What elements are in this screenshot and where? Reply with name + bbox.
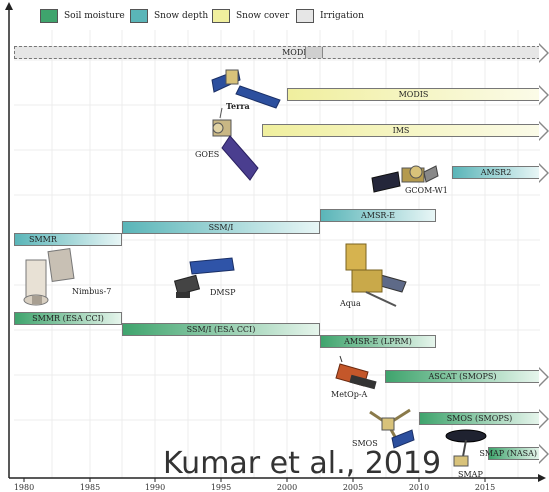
legend-snow-label: Snow depth: [154, 11, 209, 21]
bar-amsre-lprm: AMSR-E (LPRM): [320, 335, 436, 348]
legend-snow: Snow depth: [130, 8, 208, 24]
bar-smap: SMAP (NASA): [479, 444, 549, 464]
bar-amsre: AMSR-E: [320, 209, 436, 222]
year-tick-2010: 2010: [408, 483, 430, 492]
legend-soil: Soil moisture: [40, 8, 125, 24]
bar-ascat: ASCAT (SMOPS): [385, 367, 549, 387]
bar-amsr2: AMSR2: [452, 163, 549, 183]
citation-credit: Kumar et al., 2019: [163, 446, 442, 481]
bar-amsr2-label: AMSR2: [480, 168, 512, 177]
bar-ims-label: IMS: [392, 126, 410, 135]
legend-cover-label: Snow cover: [236, 11, 290, 21]
bar-ascat-label: ASCAT (SMOPS): [428, 372, 497, 381]
bar-smmr-cci: SMMR (ESA CCI): [14, 312, 122, 325]
legend-cover: Snow cover: [212, 8, 289, 24]
bar-ssmi-cci-label: SSM/I (ESA CCI): [186, 325, 256, 334]
bar-modis-irrigation: MODIS: [14, 43, 549, 63]
year-tick-2000: 2000: [276, 483, 298, 492]
soil-swatch: [40, 9, 58, 23]
bar-ims: IMS: [262, 121, 549, 141]
year-tick-1980: 1980: [13, 483, 35, 492]
bar-smap-label: SMAP (NASA): [479, 449, 537, 458]
legend-irr: Irrigation: [296, 8, 364, 24]
cover-swatch: [212, 9, 230, 23]
year-tick-1995: 1995: [210, 483, 232, 492]
bar-smos-smops: SMOS (SMOPS): [419, 409, 549, 429]
year-tick-1990: 1990: [144, 483, 166, 492]
legend-irr-label: Irrigation: [320, 11, 364, 21]
bar-modis-irrigation-label: MODIS: [282, 48, 312, 57]
label-aqua: Aqua: [340, 299, 361, 308]
bar-smmr-label: SMMR: [29, 235, 57, 244]
bar-ssmi-cci: SSM/I (ESA CCI): [122, 323, 320, 336]
bar-ssmi-label: SSM/I: [208, 223, 234, 232]
irrigation-swatch: [296, 9, 314, 23]
label-goes: GOES: [195, 150, 220, 159]
year-tick-2015: 2015: [474, 483, 496, 492]
snow-swatch: [130, 9, 148, 23]
bar-modis-cover: MODIS: [287, 85, 549, 105]
legend-soil-label: Soil moisture: [64, 11, 125, 21]
bar-modis-cover-label: MODIS: [398, 90, 429, 99]
label-smos: SMOS: [352, 439, 378, 448]
irrigation-overlap-block: [305, 47, 323, 58]
bar-ssmi: SSM/I: [122, 221, 320, 234]
bar-smos-smops-label: SMOS (SMOPS): [446, 414, 513, 423]
label-gcom: GCOM-W1: [405, 186, 448, 195]
label-metop: MetOp-A: [331, 390, 368, 399]
label-terra: Terra: [226, 101, 250, 111]
label-nimbus: Nimbus-7: [72, 287, 112, 296]
label-dmsp: DMSP: [210, 288, 236, 297]
bar-smmr: SMMR: [14, 233, 122, 246]
bar-smmr-cci-label: SMMR (ESA CCI): [32, 314, 104, 323]
bar-amsre-label: AMSR-E: [360, 211, 395, 220]
year-tick-1985: 1985: [79, 483, 101, 492]
year-tick-2005: 2005: [342, 483, 364, 492]
bar-amsre-lprm-label: AMSR-E (LPRM): [344, 337, 412, 346]
label-smap: SMAP: [458, 470, 483, 479]
